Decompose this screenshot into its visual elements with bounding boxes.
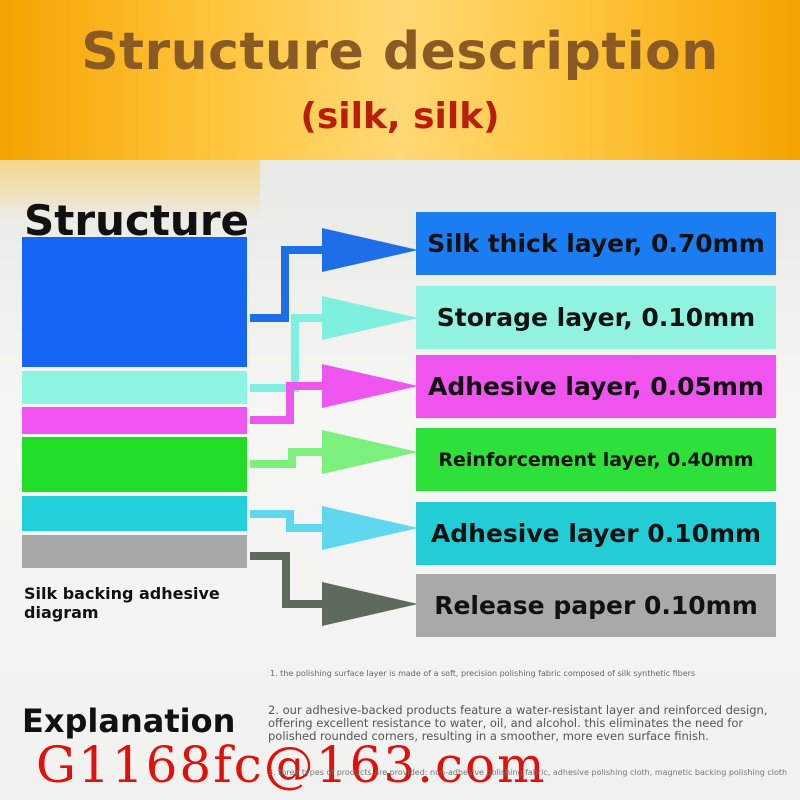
page-subtitle: (silk, silk) [300, 96, 500, 137]
panel-tint [0, 160, 260, 220]
arrow-storage [250, 296, 418, 392]
arrow-adhesive [250, 364, 418, 424]
arrow-silk [250, 228, 418, 322]
arrow-adhesive-2 [250, 506, 418, 550]
layer-label-reinforcement: Reinforcement layer, 0.40mm [416, 428, 776, 491]
arrow-reinforcement [250, 430, 418, 474]
layer-label-adhesive-2: Adhesive layer 0.10mm [416, 502, 776, 565]
stack-layer-adhesive [22, 407, 247, 434]
page-title: Structure description [81, 22, 719, 82]
layer-label-release-paper: Release paper 0.10mm [416, 574, 776, 637]
explanation-heading: Explanation [22, 702, 236, 740]
diagram-caption: Silk backing adhesive diagram [24, 584, 220, 622]
stack-layer-storage [22, 371, 247, 404]
explanation-note-2: 2. our adhesive-backed products feature … [268, 703, 768, 743]
layer-label-silk: Silk thick layer, 0.70mm [416, 212, 776, 275]
explanation-note-1: 1. the polishing surface layer is made o… [270, 669, 696, 678]
stack-layer-adhesive-2 [22, 496, 247, 531]
stack-layer-reinforcement [22, 437, 247, 492]
layer-label-storage: Storage layer, 0.10mm [416, 286, 776, 349]
arrow-release-paper [250, 552, 418, 626]
explanation-note-3: 3. three types of products are provided:… [268, 768, 788, 777]
layer-label-adhesive: Adhesive layer, 0.05mm [416, 355, 776, 418]
watermark-email: G1168fc@163.com [36, 736, 547, 794]
header-banner [0, 0, 800, 160]
structure-label: Structure [24, 196, 250, 245]
stack-layer-release-paper [22, 535, 247, 568]
stack-layer-silk [22, 237, 247, 367]
